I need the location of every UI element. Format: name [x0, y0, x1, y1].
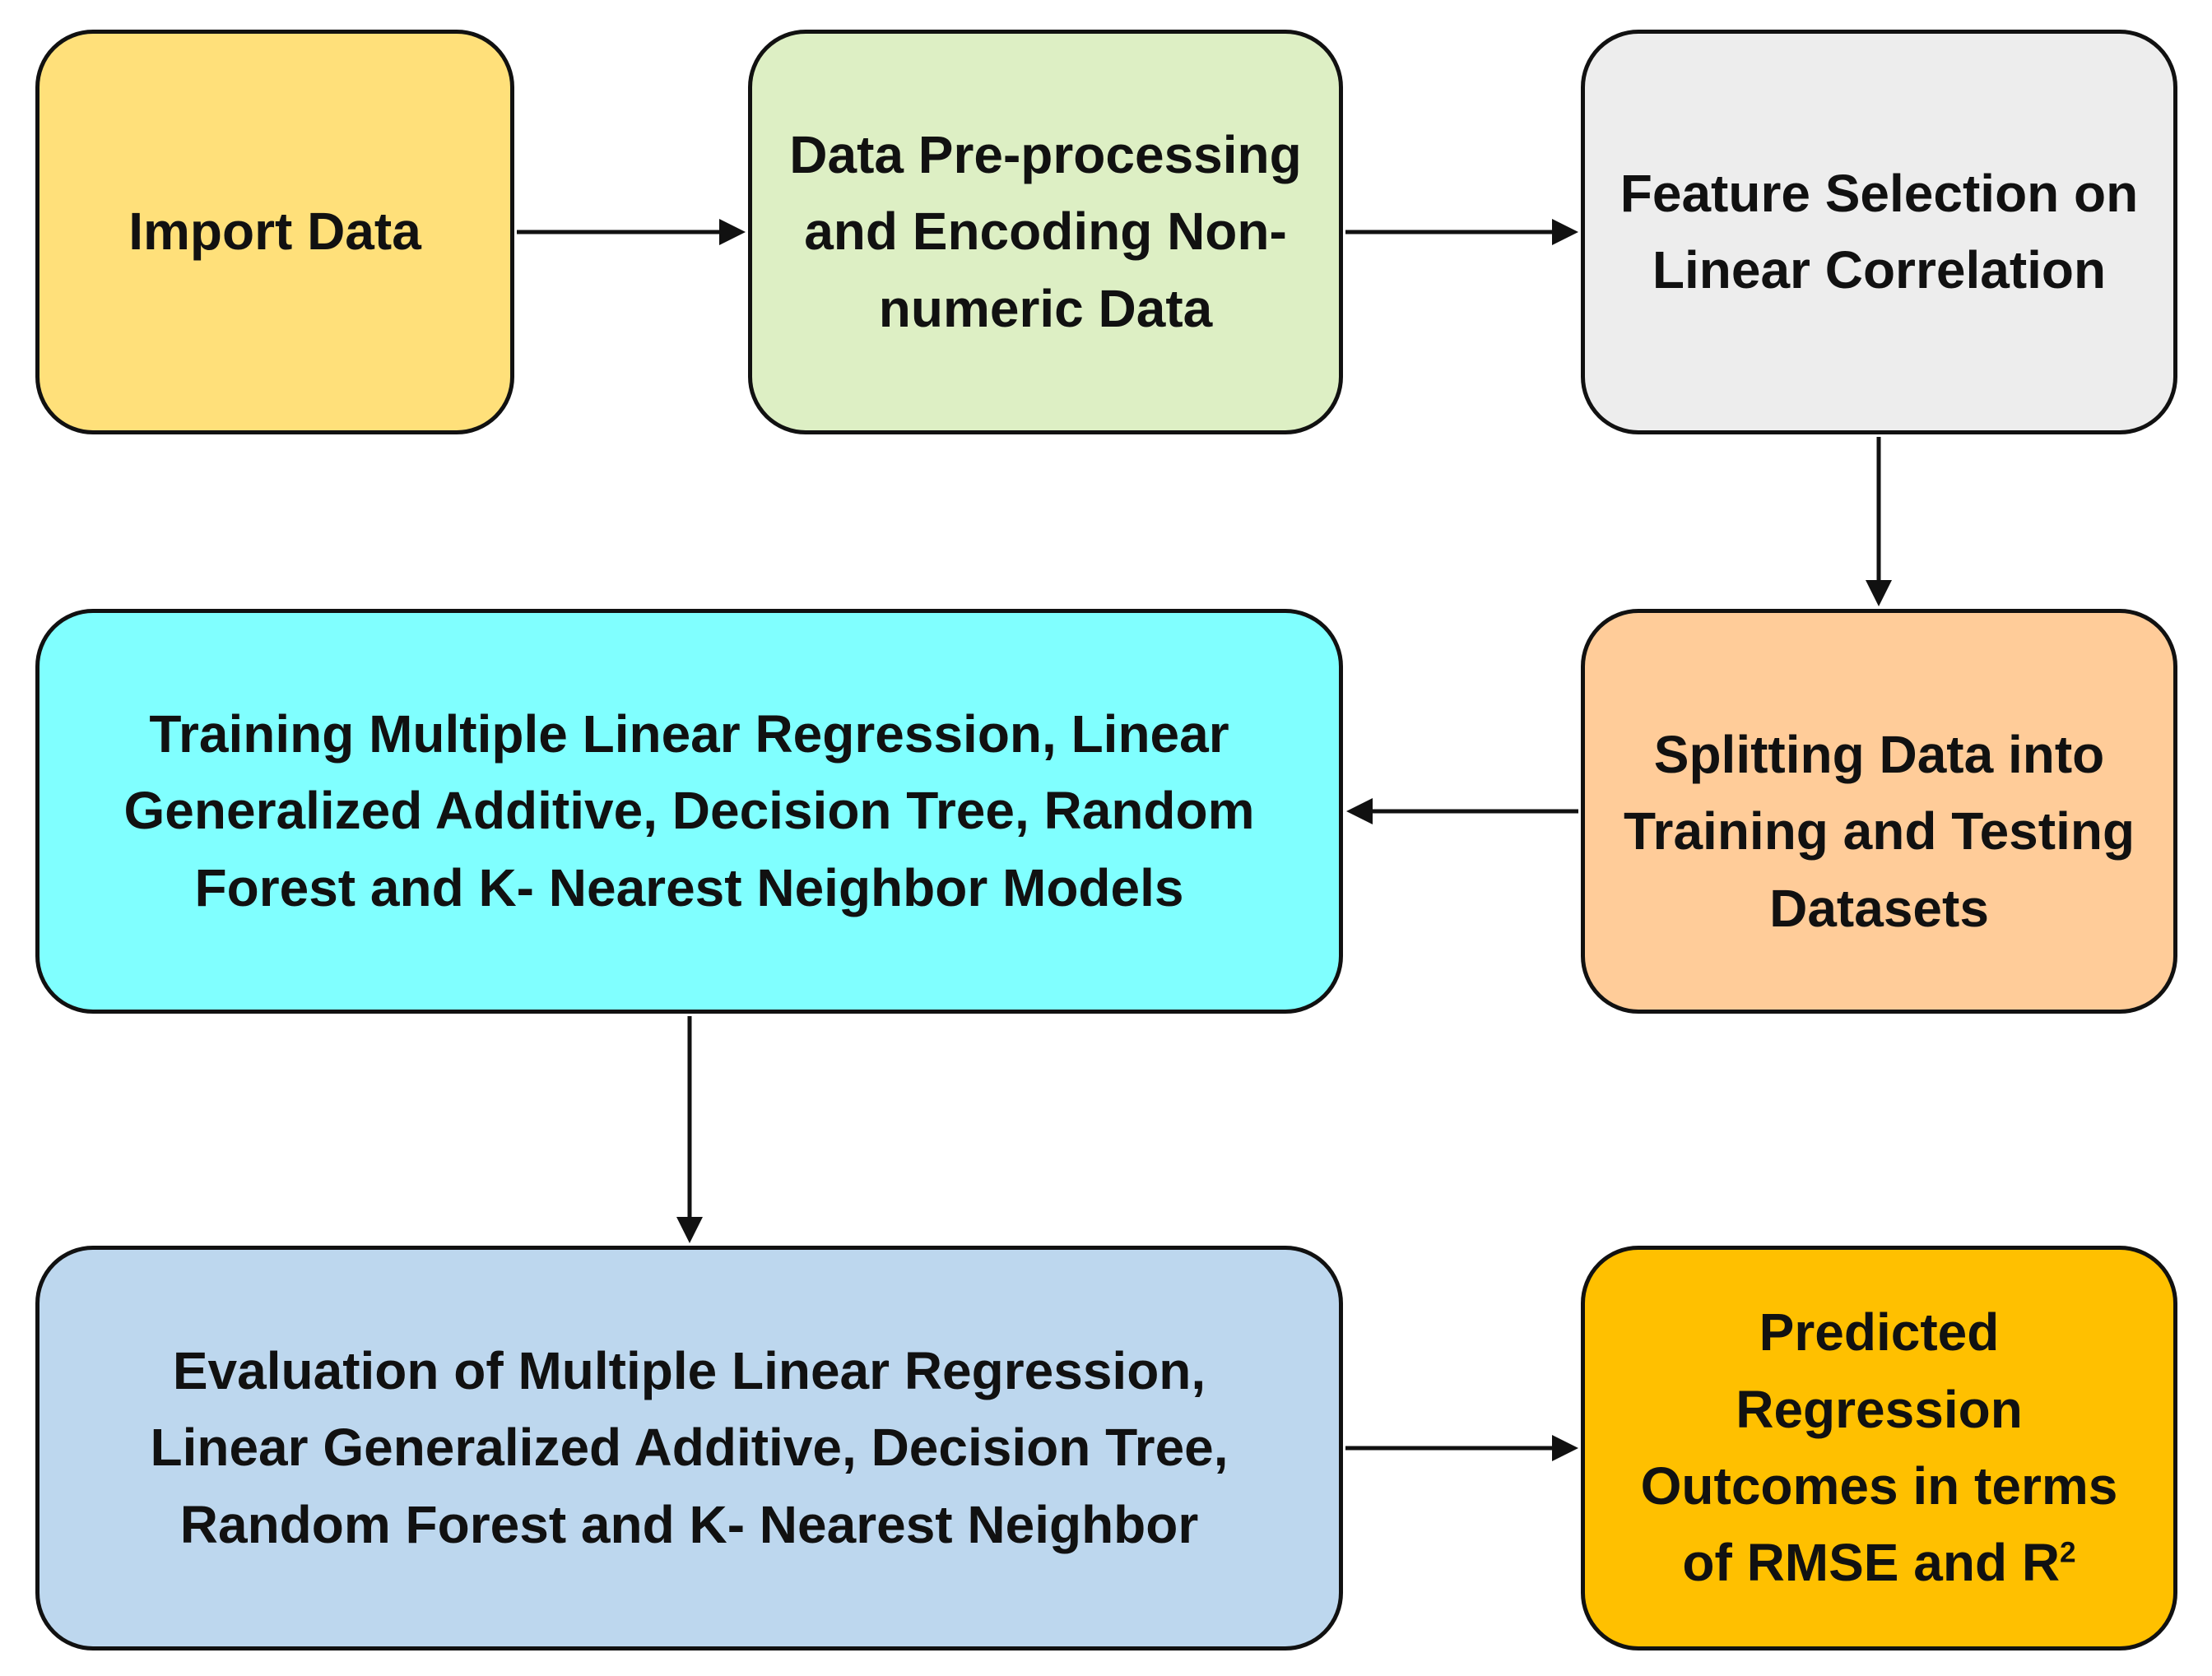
predicted-outcomes-text: Predicted Regression Outcomes in terms o…: [1640, 1302, 2118, 1593]
node-splitting-data-label: Splitting Data into Training and Testing…: [1623, 724, 2135, 938]
arrow-preprocess-to-feature: [1345, 219, 1578, 245]
node-data-preprocessing-label: Data Pre-processing and Encoding Non-num…: [789, 124, 1302, 338]
node-data-preprocessing: Data Pre-processing and Encoding Non-num…: [748, 30, 1343, 434]
node-feature-selection-label: Feature Selection on Linear Correlation: [1620, 163, 2139, 299]
arrow-evaluate-to-predict: [1345, 1435, 1578, 1461]
node-predicted-outcomes-label: Predicted Regression Outcomes in terms o…: [1593, 1294, 2165, 1602]
node-import-data: Import Data: [35, 30, 514, 434]
superscript-two: 2: [2060, 1537, 2076, 1570]
node-training-models: Training Multiple Linear Regression, Lin…: [35, 609, 1343, 1014]
arrow-train-to-evaluate: [676, 1016, 703, 1243]
node-feature-selection: Feature Selection on Linear Correlation: [1581, 30, 2177, 434]
node-import-data-label: Import Data: [128, 202, 421, 262]
arrow-feature-to-split: [1866, 437, 1892, 606]
arrow-split-to-train: [1346, 798, 1578, 824]
arrow-import-to-preprocess: [517, 219, 746, 245]
node-evaluation-models-label: Evaluation of Multiple Linear Regression…: [150, 1340, 1229, 1554]
node-predicted-outcomes: Predicted Regression Outcomes in terms o…: [1581, 1246, 2177, 1650]
node-splitting-data: Splitting Data into Training and Testing…: [1581, 609, 2177, 1014]
node-evaluation-models: Evaluation of Multiple Linear Regression…: [35, 1246, 1343, 1650]
node-training-models-label: Training Multiple Linear Regression, Lin…: [123, 703, 1255, 917]
